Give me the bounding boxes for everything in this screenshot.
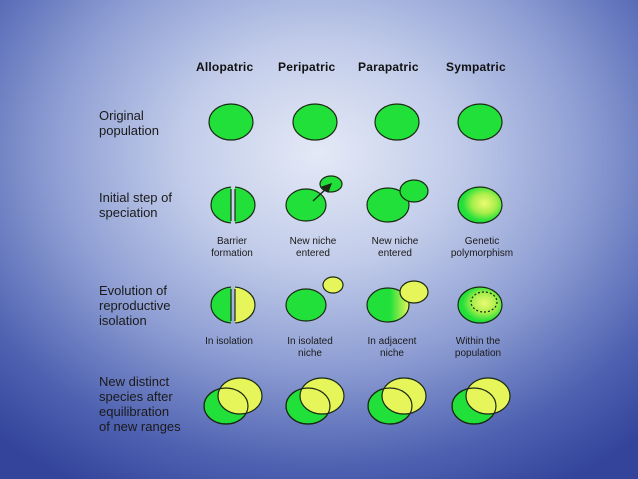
parapatric-main-population [366, 187, 410, 223]
column-header-allopatric: Allopatric [196, 60, 254, 74]
caption-genetic-polymorphism: Genetic polymorphism [450, 236, 514, 259]
isolated-left-half [210, 286, 231, 324]
sympatric-polymorphic-population [457, 186, 503, 224]
caption-isolated-niche: In isolated niche [287, 336, 333, 359]
parapatric-isolated-main [366, 287, 410, 323]
caption-new-niche-parapatric: New niche entered [371, 236, 419, 259]
sympatric-species-b [465, 377, 511, 415]
column-header-sympatric: Sympatric [446, 60, 506, 74]
barrier-right-half [235, 186, 256, 224]
sympatric-isolated-population [457, 286, 503, 324]
row-label-original-population: Original population [99, 108, 159, 138]
original-population-parapatric [374, 103, 420, 141]
caption-in-isolation: In isolation [205, 336, 253, 347]
peripatric-isolated-niche [322, 276, 344, 294]
caption-new-niche-peripatric: New niche entered [289, 236, 337, 259]
isolated-right-half [235, 286, 256, 324]
parapatric-species-b [381, 377, 427, 415]
original-population-allopatric [208, 103, 254, 141]
allopatric-species-a-outline [203, 387, 249, 425]
column-header-parapatric: Parapatric [358, 60, 419, 74]
sympatric-species-a-outline [451, 387, 497, 425]
row-label-reproductive-isolation: Evolution of reproductive isolation [99, 283, 171, 328]
barrier-left-half [210, 186, 231, 224]
row-label-initial-step: Initial step of speciation [99, 190, 172, 220]
original-population-sympatric [457, 103, 503, 141]
parapatric-species-a-outline [367, 387, 413, 425]
column-header-peripatric: Peripatric [278, 60, 336, 74]
peripatric-species-a-outline [285, 387, 331, 425]
row-label-new-species: New distinct species after equilibration… [99, 374, 181, 434]
peripatric-isolated-main [285, 288, 327, 322]
allopatric-species-b [217, 377, 263, 415]
caption-within-population: Within the population [454, 336, 502, 359]
caption-adjacent-niche: In adjacent niche [367, 336, 417, 359]
peripatric-species-b [299, 377, 345, 415]
sympatric-new-species-region [470, 291, 498, 313]
original-population-peripatric [292, 103, 338, 141]
caption-barrier-formation: Barrier formation [211, 236, 253, 259]
parapatric-adjacent-niche [399, 179, 429, 203]
peripatric-arrow-head [320, 183, 333, 194]
parapatric-isolated-niche [399, 280, 429, 304]
peripatric-main-population [285, 188, 327, 222]
